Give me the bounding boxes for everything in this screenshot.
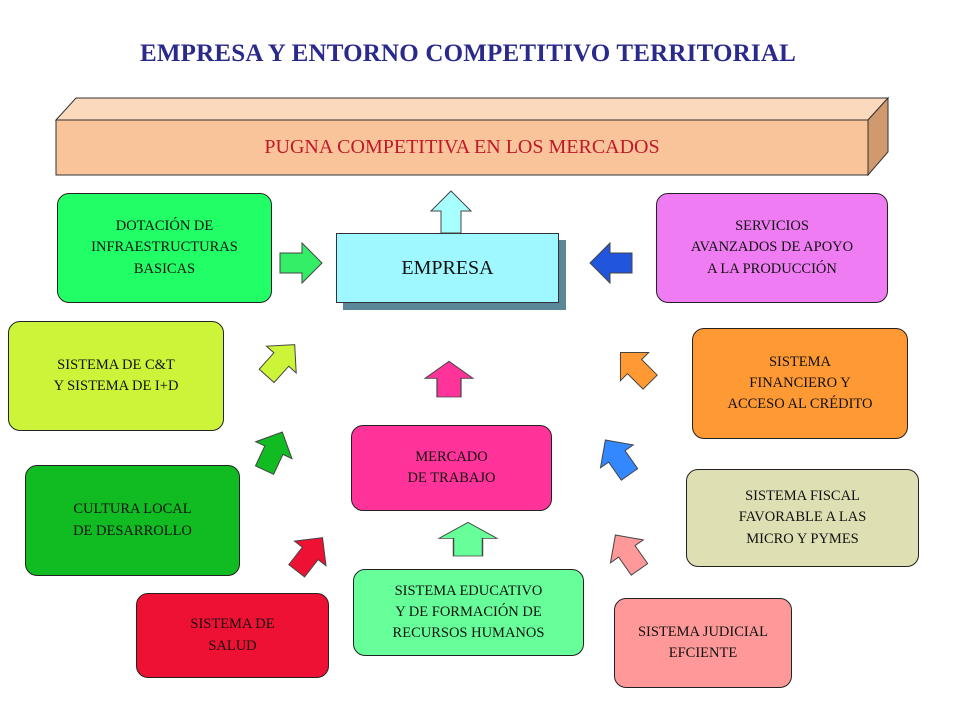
arrow-up-left-icon <box>605 337 665 397</box>
diagram-title: EMPRESA Y ENTORNO COMPETITIVO TERRITORIA… <box>140 40 796 67</box>
arrow-up-right-icon <box>245 423 301 480</box>
box-mercado-trabajo: MERCADO DE TRABAJO <box>351 425 552 511</box>
box-servicios-label: SERVICIOS AVANZADOS DE APOYO A LA PRODUC… <box>690 218 854 277</box>
arrow-up-right-icon <box>251 330 311 390</box>
arrow-left-icon <box>589 242 633 284</box>
arrow-up-left-icon <box>588 428 647 487</box>
arrow-right-icon <box>279 242 323 284</box>
box-cyt-label: SISTEMA DE C&T Y SISTEMA DE I+D <box>53 356 179 394</box>
box-educativo-label: SISTEMA EDUCATIVO Y DE FORMACIÓN DE RECU… <box>392 582 545 641</box>
box-educativo: SISTEMA EDUCATIVO Y DE FORMACIÓN DE RECU… <box>353 569 584 656</box>
box-cultura: CULTURA LOCAL DE DESARROLLO <box>25 465 240 576</box>
box-salud-label: SISTEMA DE SALUD <box>190 616 275 654</box>
box-cultura-label: CULTURA LOCAL DE DESARROLLO <box>73 501 192 539</box>
box-cyt: SISTEMA DE C&T Y SISTEMA DE I+D <box>8 321 224 431</box>
arrow-up-right-icon <box>280 524 339 584</box>
arrow-up-left-icon <box>598 523 657 582</box>
box-fiscal: SISTEMA FISCAL FAVORABLE A LAS MICRO Y P… <box>686 469 919 567</box>
arrow-up-icon <box>430 190 472 234</box>
box-judicial: SISTEMA JUDICIAL EFCIENTE <box>614 598 792 688</box>
box-financiero: SISTEMA FINANCIERO Y ACCESO AL CRÉDITO <box>692 328 908 439</box>
box-mercado-trabajo-label: MERCADO DE TRABAJO <box>407 448 496 486</box>
arrow-up-icon <box>438 521 498 557</box>
box-judicial-label: SISTEMA JUDICIAL EFCIENTE <box>637 623 769 661</box>
box-infraestructuras-label: DOTACIÓN DE INFRAESTRUCTURAS BASICAS <box>91 218 238 277</box>
empresa-box: EMPRESA <box>336 233 559 303</box>
box-fiscal-label: SISTEMA FISCAL FAVORABLE A LAS MICRO Y P… <box>738 488 867 547</box>
box-servicios: SERVICIOS AVANZADOS DE APOYO A LA PRODUC… <box>656 193 888 303</box>
box-infraestructuras: DOTACIÓN DE INFRAESTRUCTURAS BASICAS <box>57 193 272 303</box>
arrow-up-icon <box>424 360 474 398</box>
box-financiero-label: SISTEMA FINANCIERO Y ACCESO AL CRÉDITO <box>727 353 873 412</box>
box-salud: SISTEMA DE SALUD <box>136 593 329 678</box>
banner-label: PUGNA COMPETITIVA EN LOS MERCADOS <box>264 136 660 158</box>
empresa-label: EMPRESA <box>401 256 494 279</box>
